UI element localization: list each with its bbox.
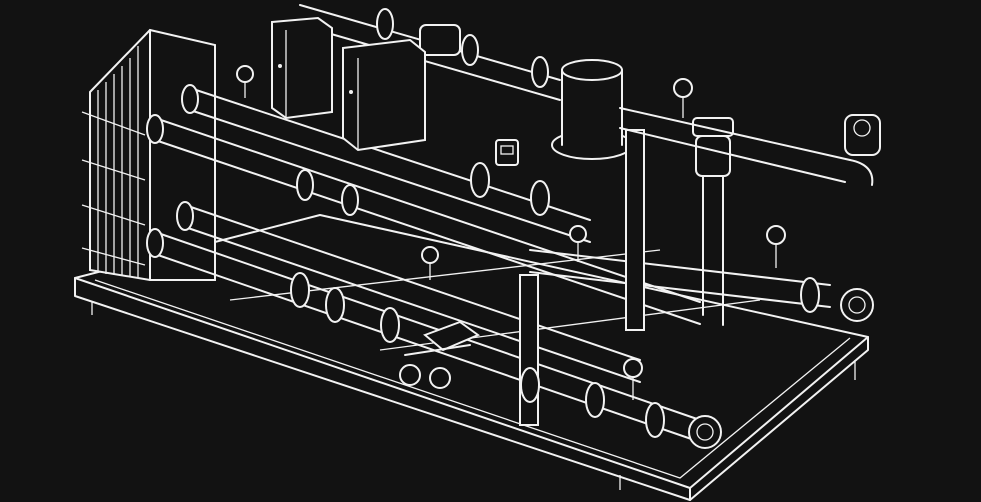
skid-base-frame — [74, 214, 869, 501]
strainer-vessel — [551, 59, 633, 160]
vertical-pipe — [692, 117, 734, 326]
control-panel-2 — [342, 38, 426, 152]
pipe-upper-1 — [181, 84, 591, 243]
pipe-lower-1 — [176, 201, 641, 383]
pipe-upper-2 — [146, 114, 701, 325]
pump-unit — [399, 320, 481, 389]
control-panel-1 — [271, 16, 333, 120]
pipe-flanges — [290, 162, 665, 438]
pipe-lower-2 — [146, 228, 722, 449]
pipe-right-header — [529, 249, 874, 322]
flow-meter — [495, 139, 519, 166]
pipe-right-elbow — [619, 107, 881, 186]
pressure-gauges — [236, 65, 786, 400]
pipe-top — [299, 4, 561, 101]
